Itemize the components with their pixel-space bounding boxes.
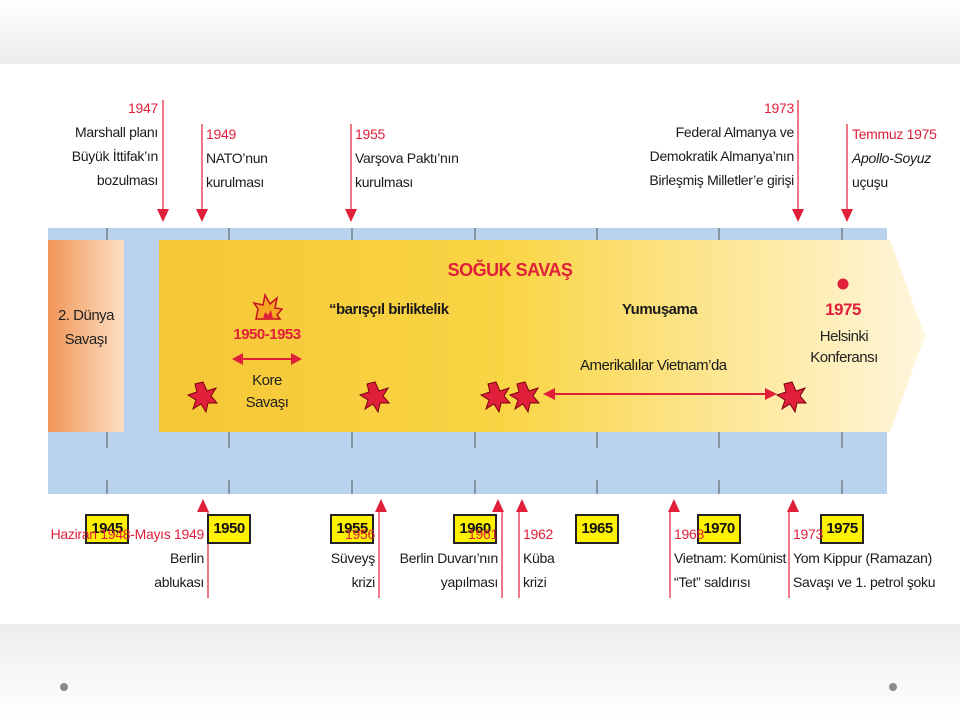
- top-event-1949: 1949 NATO’nun kurulması: [206, 126, 268, 190]
- axis-year-1975: 1975: [820, 514, 864, 544]
- korea-war-span-arrow: [232, 353, 302, 365]
- bottom-event-yom-kippur: 1973 Yom Kippur (Ramazan) Savaşı ve 1. p…: [793, 526, 936, 590]
- top-event-pointers: [157, 100, 853, 222]
- bottom-event-berlin-blockade: Haziran 1948-Mayıs 1949 Berlin ablukası: [50, 526, 205, 590]
- bottom-event-cuba: 1962 Küba krizi: [523, 526, 555, 590]
- ww2-block: [48, 240, 124, 432]
- bottom-event-suez: 1956 Süveyş krizi: [330, 526, 375, 590]
- axis-year-1960: 1960: [453, 514, 497, 544]
- axis-year-1970: 1970: [697, 514, 741, 544]
- vietnam-label: Amerikalılar Vietnam’da: [580, 357, 727, 374]
- top-event-1947: 1947 Marshall planı Büyük İttifak’ın boz…: [71, 100, 159, 188]
- slide-top-band: [0, 0, 960, 64]
- helsinki-label: Helsinki Konferansı: [810, 328, 878, 366]
- conflict-star-icon: [775, 381, 808, 414]
- helsinki-year: 1975: [825, 300, 861, 319]
- conflict-star-icon: [186, 381, 219, 414]
- korea-war-years: 1950-1953: [233, 326, 301, 343]
- timeline-graphic: [48, 100, 925, 598]
- peaceful-coexistence-label: “barışçıl birliktelik: [329, 301, 449, 318]
- conflict-star-icon: [508, 381, 541, 414]
- bottom-event-pointers: [197, 499, 799, 598]
- ww2-label: 2. Dünya Savaşı: [57, 307, 115, 348]
- korea-war-label: Kore Savaşı: [245, 372, 289, 411]
- top-event-1955: 1955 Varşova Paktı’nın kurulması: [355, 126, 459, 190]
- vietnam-span-arrow: [543, 388, 777, 400]
- top-event-1975-apollo: Temmuz 1975 Apollo-Soyuz uçuşu: [852, 126, 937, 190]
- slide-bottom-band: [0, 624, 960, 720]
- bottom-event-berlin-wall: 1961 Berlin Duvarı’nın yapılması: [399, 526, 499, 590]
- axis-year-1945: 1945: [85, 514, 129, 544]
- cold-war-arrow: [159, 240, 925, 432]
- explosion-icon: [252, 292, 284, 320]
- conflict-star-icon: [358, 381, 391, 414]
- axis-year-1955: 1955: [330, 514, 374, 544]
- slide-nav-dot-right[interactable]: [889, 683, 897, 691]
- cold-war-title: SOĞUK SAVAŞ: [447, 260, 573, 280]
- slide-nav-dot-left[interactable]: [60, 683, 68, 691]
- top-event-1973: 1973 Federal Almanya ve Demokratik Alman…: [649, 100, 794, 188]
- axis-year-1965: 1965: [575, 514, 619, 544]
- axis-ticks: [106, 228, 843, 494]
- conflict-star-icon: [479, 381, 512, 414]
- detente-label: Yumuşama: [622, 301, 698, 318]
- cold-war-timeline: 1945 1950 1955 1960 1965 1970 1975 SOĞUK…: [0, 64, 960, 624]
- bottom-event-tet: 1968 Vietnam: Komünist “Tet” saldırısı: [674, 526, 787, 590]
- helsinki-dot: [837, 278, 849, 290]
- axis-year-1950: 1950: [207, 514, 251, 544]
